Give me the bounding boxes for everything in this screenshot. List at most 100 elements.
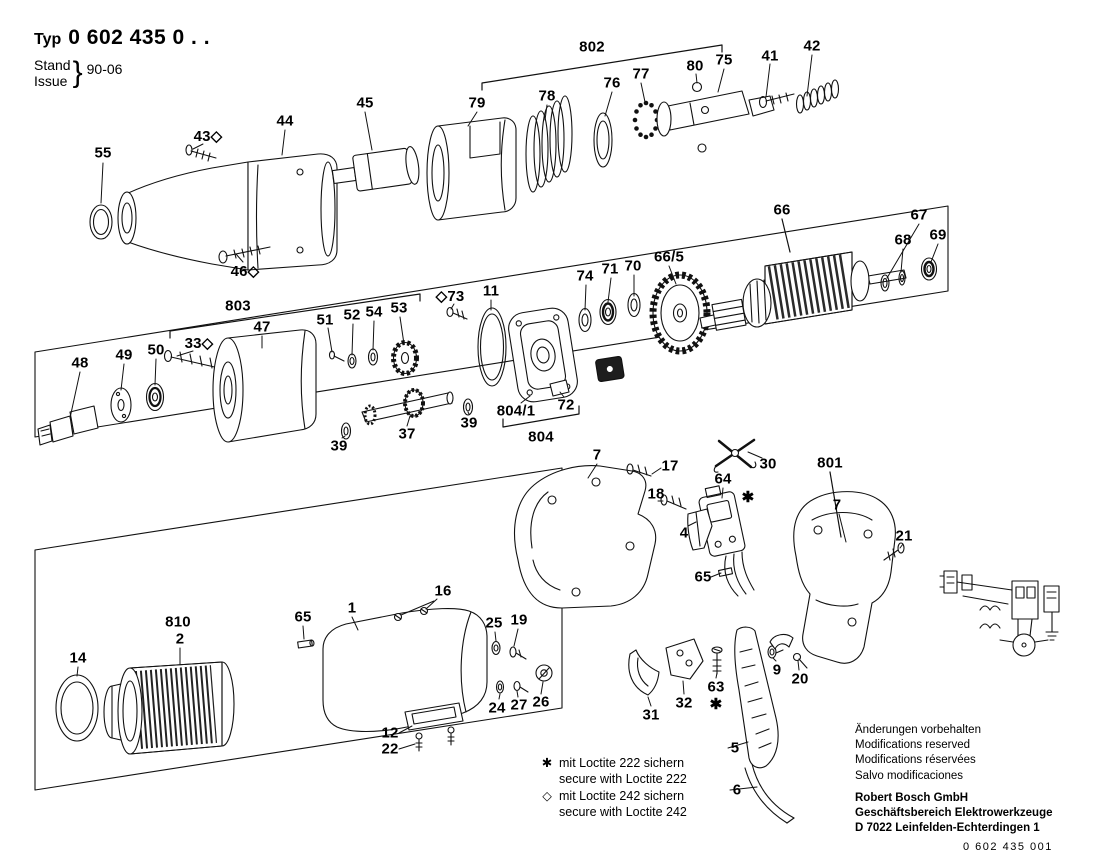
part-label-68: 68 bbox=[894, 231, 912, 249]
section-frame-motor bbox=[34, 205, 949, 438]
clamp-plate-12-22 bbox=[404, 702, 464, 752]
part-label-22: 22 bbox=[381, 740, 399, 758]
part-label-18: 18 bbox=[647, 485, 665, 503]
housing-sleeve-1 bbox=[322, 606, 488, 732]
part-label-26: 26 bbox=[532, 693, 550, 711]
part-label-27: 27 bbox=[510, 696, 528, 714]
part-label-55: 55 bbox=[94, 144, 112, 162]
armature-66 bbox=[699, 251, 907, 331]
part-label-43: 43◇ bbox=[193, 128, 223, 145]
part-label-79: 79 bbox=[468, 94, 486, 112]
brush-plate-72 bbox=[549, 379, 570, 397]
part-label-54: 54 bbox=[365, 303, 383, 321]
washer-39-left bbox=[340, 422, 352, 440]
title-block: Typ 0 602 435 0 . . Stand Issue } 90-06 bbox=[34, 26, 210, 90]
washer-25 bbox=[491, 640, 501, 656]
screw-46 bbox=[218, 245, 271, 264]
part-label-74: 74 bbox=[576, 267, 594, 285]
part-label-53: 53 bbox=[390, 299, 408, 317]
loctite-222-icon: ✱ bbox=[541, 756, 553, 770]
typ-label: Typ bbox=[34, 31, 62, 48]
part-label-7: 7 bbox=[832, 496, 842, 514]
loctite-mark: ✱ bbox=[709, 696, 723, 713]
part-label-21: 21 bbox=[895, 527, 913, 545]
part-label-65: 65 bbox=[694, 568, 712, 586]
part-label-7: 7 bbox=[592, 446, 602, 464]
part-label-9: 9 bbox=[772, 661, 782, 679]
notice-es: Salvo modificaciones bbox=[855, 769, 964, 782]
loctite-242-text-de: mit Loctite 242 sichern bbox=[559, 788, 685, 803]
part-label-69: 69 bbox=[929, 226, 947, 244]
part-label-50: 50 bbox=[147, 341, 165, 359]
part-label-33: 33◇ bbox=[184, 335, 214, 352]
section-frame-housing bbox=[34, 467, 563, 791]
part-label-6: 6 bbox=[732, 781, 742, 799]
ground-contact-26 bbox=[535, 664, 553, 682]
part-label-25: 25 bbox=[485, 614, 503, 632]
trigger-4 bbox=[687, 508, 713, 551]
loctite-222-text-en: secure with Loctite 222 bbox=[559, 772, 687, 787]
part-label-42: 42 bbox=[803, 37, 821, 55]
part-label-63: 63 bbox=[707, 678, 725, 696]
part-label-32: 32 bbox=[675, 694, 693, 712]
cord-grommet-5 bbox=[734, 626, 779, 769]
notice-fr: Modifications réservées bbox=[855, 754, 976, 767]
part-label-37: 37 bbox=[398, 425, 416, 443]
pin-65-left bbox=[297, 639, 315, 649]
part-label-73: ◇73 bbox=[435, 288, 465, 305]
part-label-65: 65 bbox=[294, 608, 312, 626]
output-spindle-48 bbox=[37, 405, 99, 446]
housing-right-shell-801-7 bbox=[793, 491, 896, 664]
part-label-31: 31 bbox=[642, 706, 660, 724]
issue-block: Stand Issue } 90-06 bbox=[34, 56, 210, 90]
part-label-66/5: 66/5 bbox=[654, 248, 684, 266]
part-label-5: 5 bbox=[730, 739, 740, 757]
front-housing-44 bbox=[117, 153, 338, 271]
motor-housing-47 bbox=[212, 329, 317, 443]
issue-date: 90-06 bbox=[86, 61, 123, 77]
cover-31 bbox=[628, 649, 660, 696]
group-brackets bbox=[169, 44, 842, 538]
wiring-diagram bbox=[939, 570, 1060, 657]
issue-label: Issue bbox=[34, 73, 68, 89]
part-label-14: 14 bbox=[69, 649, 87, 667]
part-label-804: 804 bbox=[528, 428, 554, 446]
washer-68 bbox=[898, 270, 906, 286]
brace-glyph: } bbox=[72, 56, 83, 89]
part-label-52: 52 bbox=[343, 306, 361, 324]
screw-63 bbox=[711, 646, 723, 675]
hammer-cage-79 bbox=[426, 117, 517, 221]
part-label-76: 76 bbox=[603, 74, 621, 92]
part-label-48: 48 bbox=[71, 354, 89, 372]
screw-21 bbox=[883, 542, 905, 561]
part-label-802: 802 bbox=[579, 38, 605, 56]
part-label-71: 71 bbox=[601, 260, 619, 278]
part-label-67: 67 bbox=[910, 206, 928, 224]
screw-73 bbox=[446, 306, 468, 320]
part-label-41: 41 bbox=[761, 47, 779, 65]
company-block: Robert Bosch GmbH Geschäftsbereich Elekt… bbox=[855, 791, 1053, 837]
part-label-801: 801 bbox=[817, 454, 843, 472]
power-cable-6 bbox=[744, 763, 795, 824]
screw-18 bbox=[660, 494, 687, 510]
carbon-brush bbox=[595, 355, 625, 383]
part-label-39: 39 bbox=[460, 414, 478, 432]
grip-sleeve-810-2 bbox=[103, 661, 235, 755]
part-label-44: 44 bbox=[276, 112, 294, 130]
cable-clip bbox=[769, 633, 794, 650]
fan-gear-66-5 bbox=[649, 271, 711, 355]
loctite-222-text-de: mit Loctite 222 sichern bbox=[559, 756, 685, 770]
part-label-2: 2 bbox=[175, 630, 185, 648]
part-label-803: 803 bbox=[225, 297, 251, 315]
part-label-39: 39 bbox=[330, 437, 348, 455]
part-label-46: 46◇ bbox=[230, 263, 260, 280]
gasket-11 bbox=[477, 307, 507, 387]
loctite-242-text-en: secure with Loctite 242 bbox=[559, 804, 687, 819]
part-label-1: 1 bbox=[347, 599, 357, 617]
loctite-legend: ✱ mit Loctite 222 sichern secure with Lo… bbox=[541, 755, 687, 820]
screw-19 bbox=[509, 646, 527, 660]
anvil-shaft-45 bbox=[331, 146, 420, 192]
part-label-19: 19 bbox=[510, 611, 528, 629]
